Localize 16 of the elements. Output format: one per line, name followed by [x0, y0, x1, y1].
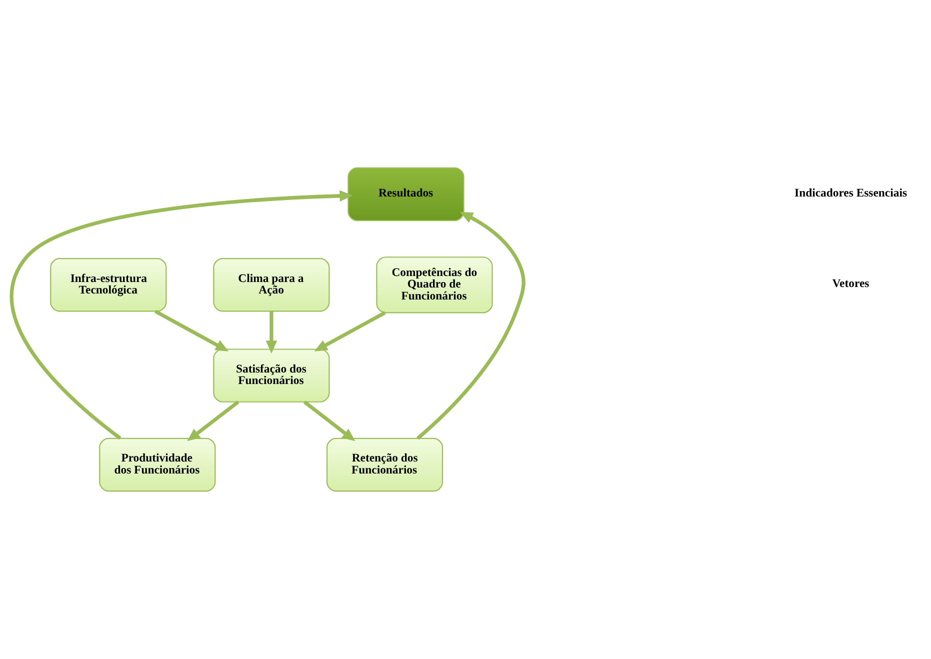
arrow [187, 400, 240, 442]
arrow [303, 400, 356, 442]
node-box: Satisfação dos Funcionários [213, 348, 330, 402]
arrow [416, 212, 526, 440]
arrow [154, 310, 229, 352]
node-box: Clima para a Ação [213, 258, 330, 312]
node-box: Produtividade dos Funcionários [99, 438, 216, 492]
arrow [266, 311, 278, 354]
label: Vetores [832, 276, 870, 290]
node-box: Retenção dos Funcionários [326, 438, 444, 492]
label: Indicadores Essenciais [794, 186, 908, 200]
arrow [10, 190, 353, 440]
arrow [314, 311, 386, 352]
node-box: Resultados [348, 167, 464, 222]
node-box: Infra-estrutura Tecnológica [50, 258, 167, 312]
node-box: Competências do Quadro de Funcionários [376, 256, 493, 314]
